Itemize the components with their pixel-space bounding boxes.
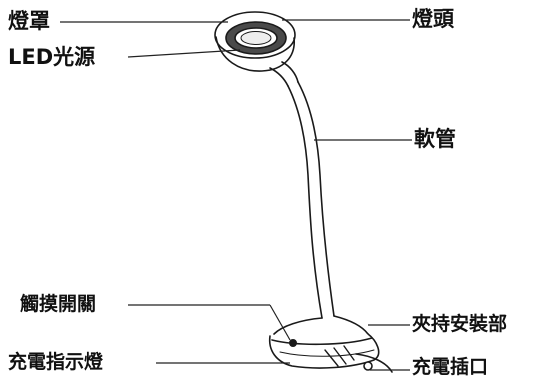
leader-touch-bend bbox=[269, 304, 291, 341]
leader-lines bbox=[60, 19, 412, 371]
base-left-top bbox=[273, 317, 323, 335]
label-clip-mount: 夾持安裝部 bbox=[412, 313, 508, 335]
label-charging-indicator: 充電指示燈 bbox=[8, 351, 104, 373]
head-outer-rim bbox=[214, 11, 296, 59]
label-lamp-head: 燈頭 bbox=[412, 7, 454, 31]
leader-led bbox=[127, 49, 241, 58]
base-right-top bbox=[333, 315, 369, 335]
touch-switch bbox=[288, 338, 297, 347]
base-lower-seam bbox=[279, 349, 375, 357]
label-led-light-source: LED光源 bbox=[8, 45, 96, 69]
gooseneck-hose bbox=[287, 81, 335, 319]
base-seam bbox=[271, 337, 373, 346]
led-inner-ring bbox=[240, 31, 272, 45]
head-housing bbox=[215, 36, 295, 72]
hose-right-edge bbox=[297, 81, 335, 317]
label-touch-switch: 觸摸開關 bbox=[20, 293, 97, 315]
label-hose: 軟管 bbox=[414, 127, 456, 151]
label-charging-port: 充電插口 bbox=[412, 356, 489, 378]
lamp-head bbox=[214, 11, 299, 87]
hose-left-edge bbox=[287, 85, 323, 319]
clip-teeth bbox=[324, 345, 355, 367]
label-shade: 燈罩 bbox=[8, 9, 50, 33]
head-neck-back bbox=[281, 61, 299, 83]
charging-port bbox=[363, 361, 373, 371]
head-neck bbox=[269, 67, 289, 87]
